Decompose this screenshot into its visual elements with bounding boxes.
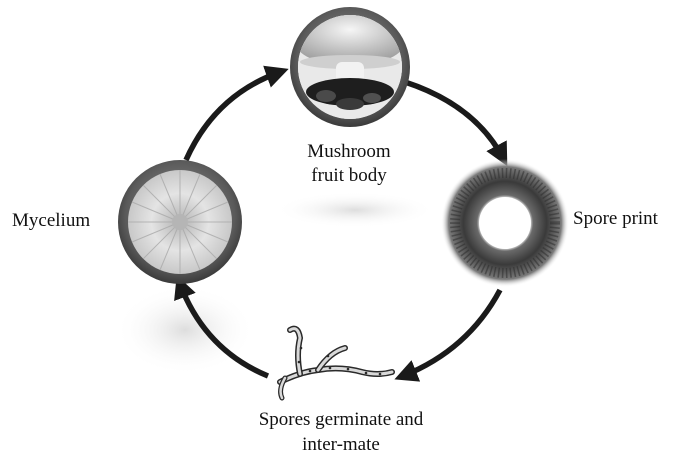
center-shadow	[275, 192, 435, 228]
hyphae-drawing-icon	[280, 329, 392, 398]
germinate-label-line-1: Spores germinate and	[259, 409, 424, 430]
spore-print-label: Spore print	[573, 208, 659, 229]
mushroom-label-line-1: Mushroom	[307, 141, 391, 162]
mushroom-label-line-2: fruit body	[311, 165, 387, 186]
spore-print-photo-icon	[441, 159, 569, 287]
arrow-mushroom-to-spore-print	[405, 82, 503, 158]
mycelium-label: Mycelium	[12, 210, 90, 231]
mycelium-petri-dish-photo-icon	[118, 160, 242, 284]
germinate-label-line-2: inter-mate	[302, 434, 380, 455]
mushroom-photo-icon	[290, 7, 410, 127]
arrow-spore-print-to-germinate	[403, 290, 500, 376]
arrow-mycelium-to-mushroom	[186, 72, 280, 160]
